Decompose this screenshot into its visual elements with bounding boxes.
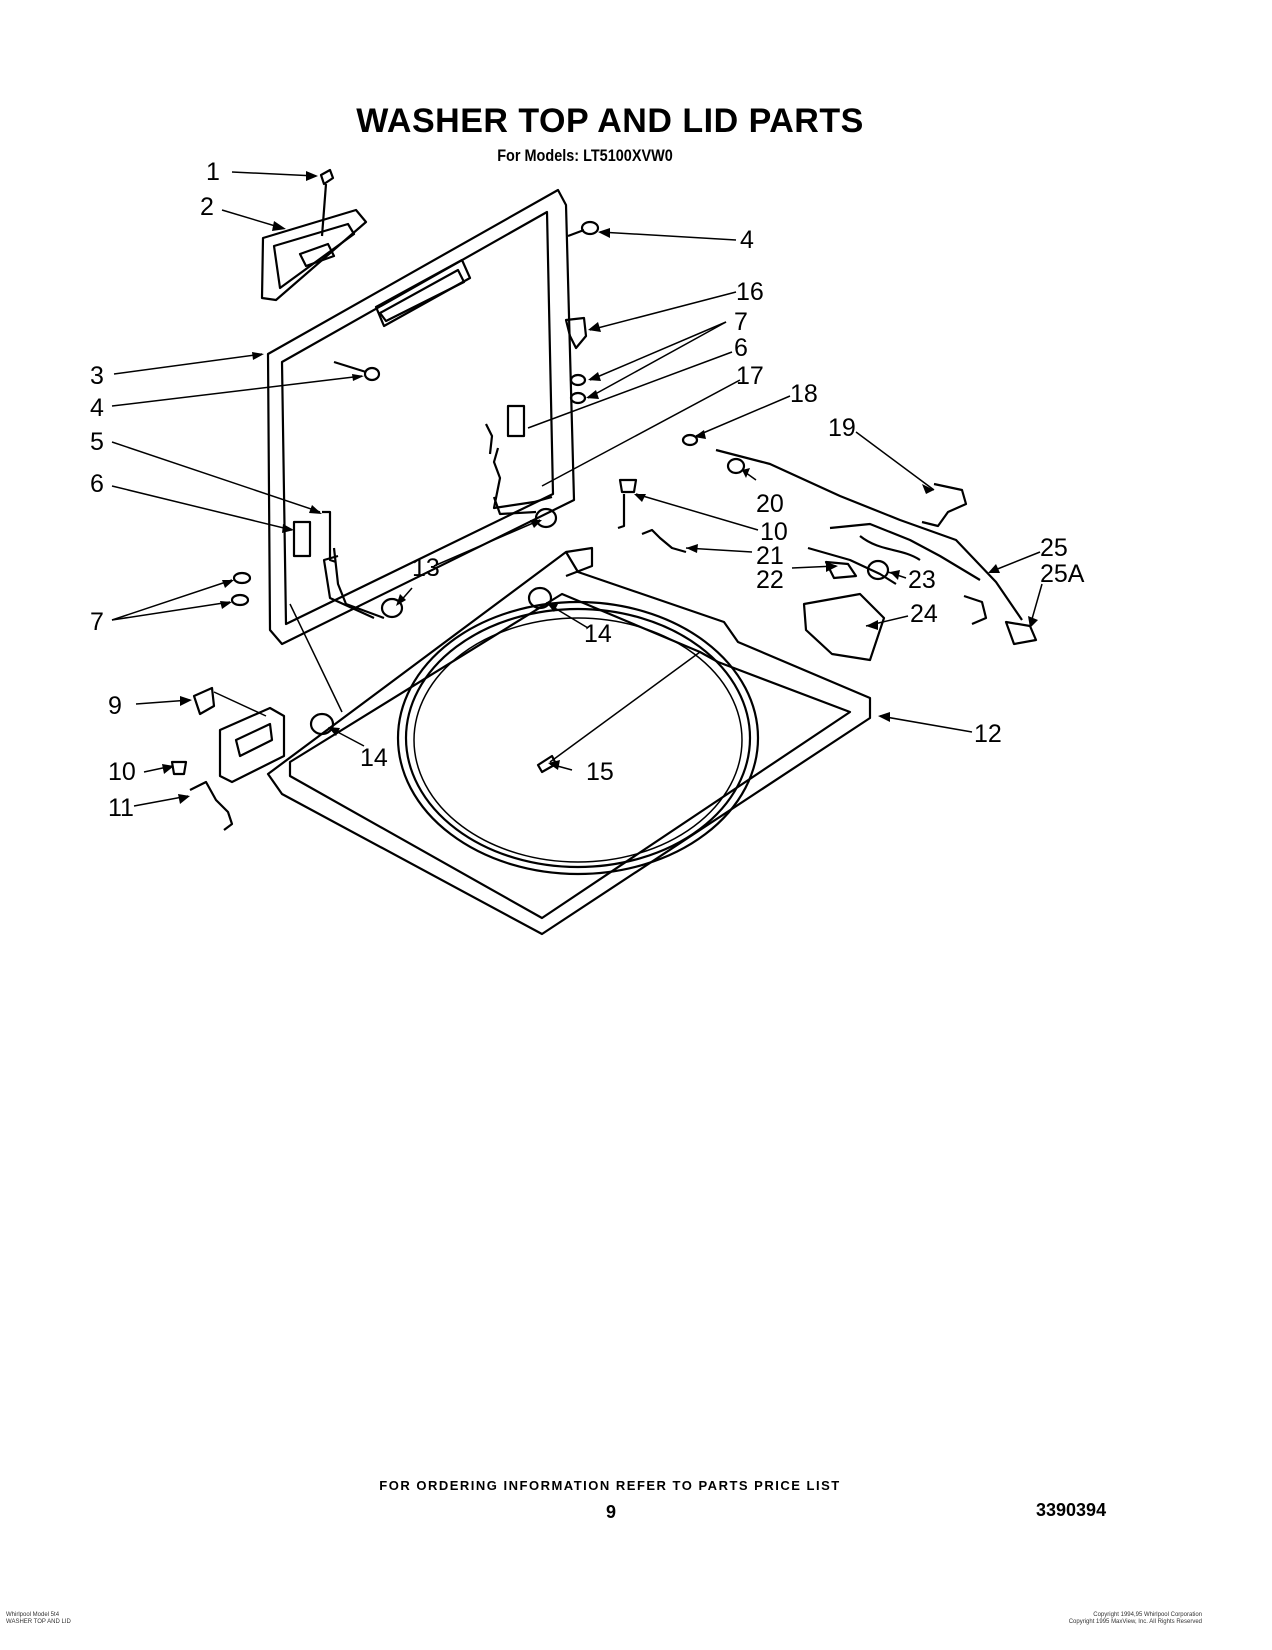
callout-7-left: 7	[90, 608, 104, 636]
callout-9: 9	[108, 692, 122, 720]
callout-25a: 25A	[1040, 560, 1085, 588]
callout-16: 16	[736, 278, 764, 306]
callout-1: 1	[206, 158, 220, 186]
callout-10-right: 10	[760, 518, 788, 546]
callout-23: 23	[908, 566, 936, 594]
callout-14-lower: 14	[360, 744, 388, 772]
fine-print-left: Whirlpool Model 5t4 WASHER TOP AND LID	[6, 1612, 71, 1625]
callout-24: 24	[910, 600, 938, 628]
callout-3: 3	[90, 362, 104, 390]
ordering-info-note: FOR ORDERING INFORMATION REFER TO PARTS …	[379, 1478, 841, 1493]
leader-lines	[111, 171, 1043, 807]
callout-14-upper: 14	[584, 620, 612, 648]
document-number: 3390394	[1036, 1500, 1107, 1520]
callout-labels: 1 2 3 4 4 5 6 6 7 7 16 17 18 19 20 10 21…	[90, 158, 1085, 822]
callout-6-left: 6	[90, 470, 104, 498]
model-subtitle: For Models: LT5100XVW0	[497, 146, 673, 165]
callout-20: 20	[756, 490, 784, 518]
callout-13: 13	[412, 554, 440, 582]
arrowheads	[162, 171, 1038, 804]
callout-6-right: 6	[734, 334, 748, 362]
small-parts	[170, 168, 1038, 831]
callout-22: 22	[756, 566, 784, 594]
callout-7-right: 7	[734, 308, 748, 336]
callout-18: 18	[790, 380, 818, 408]
callout-10-left: 10	[108, 758, 136, 786]
page-title: WASHER TOP AND LID PARTS	[356, 102, 864, 140]
callout-25: 25	[1040, 534, 1068, 562]
callout-11: 11	[108, 794, 134, 822]
callout-15: 15	[586, 758, 614, 786]
fine-print-right: Copyright 1994,95 Whirlpool Corporation …	[1068, 1612, 1202, 1625]
callout-2: 2	[200, 193, 214, 221]
washer-top-part-12	[218, 546, 872, 936]
callout-5: 5	[90, 428, 104, 456]
page-number: 9	[606, 1502, 617, 1522]
callout-4-right: 4	[740, 226, 754, 254]
callout-19: 19	[828, 414, 856, 442]
callout-17: 17	[736, 362, 764, 390]
lid-outline	[266, 188, 576, 646]
callout-12: 12	[974, 720, 1002, 748]
callout-4-left: 4	[90, 394, 104, 422]
callout-21: 21	[756, 542, 784, 570]
